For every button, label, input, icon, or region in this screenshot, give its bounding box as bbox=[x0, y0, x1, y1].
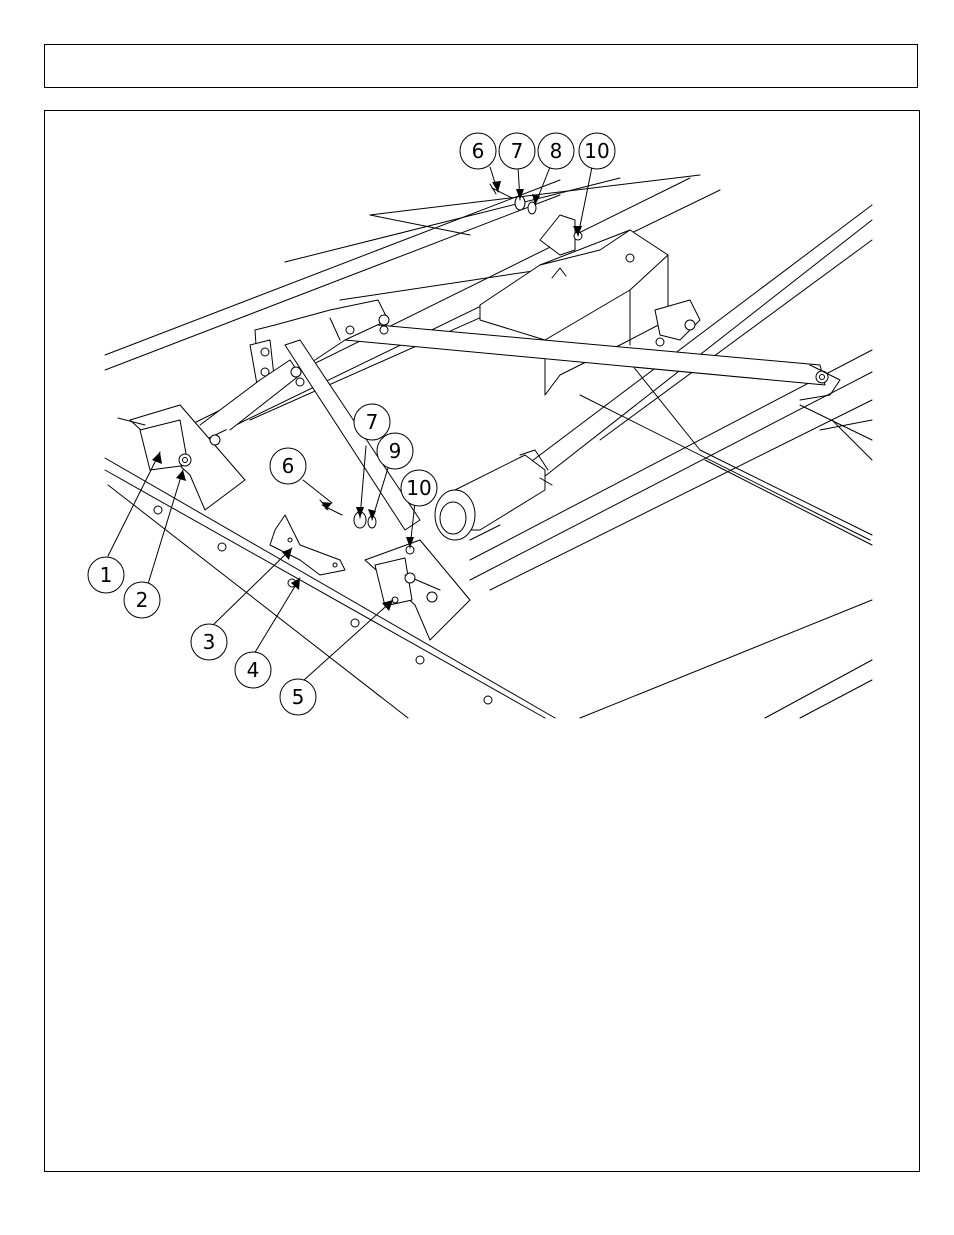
callout-label: 8 bbox=[550, 139, 563, 163]
callout-7-upper: 7 bbox=[499, 133, 535, 169]
callout-label: 5 bbox=[292, 685, 305, 709]
callout-8: 8 bbox=[538, 133, 574, 169]
callout-9: 9 bbox=[377, 433, 413, 469]
callout-6-upper: 6 bbox=[460, 133, 496, 169]
callout-label: 4 bbox=[247, 658, 260, 682]
callout-10-upper: 10 bbox=[579, 133, 615, 169]
callout-4: 4 bbox=[235, 652, 271, 688]
callout-label: 2 bbox=[136, 588, 149, 612]
callout-label: 9 bbox=[389, 439, 402, 463]
callout-10-lower: 10 bbox=[401, 470, 437, 506]
callout-label: 7 bbox=[511, 139, 524, 163]
callout-label: 10 bbox=[406, 476, 431, 500]
gearbox-housing bbox=[480, 230, 668, 395]
callout-2: 2 bbox=[124, 582, 160, 618]
callout-1: 1 bbox=[88, 557, 124, 593]
leader-arrowheads bbox=[152, 181, 582, 611]
callout-label: 6 bbox=[472, 139, 485, 163]
plate-part bbox=[270, 515, 345, 575]
callout-6-lower: 6 bbox=[270, 448, 306, 484]
callout-label: 6 bbox=[282, 454, 295, 478]
callout-3: 3 bbox=[191, 624, 227, 660]
callout-label: 1 bbox=[100, 563, 113, 587]
callout-label: 7 bbox=[366, 410, 379, 434]
callout-7-lower: 7 bbox=[354, 404, 390, 440]
callout-label: 3 bbox=[203, 630, 216, 654]
callout-5: 5 bbox=[280, 679, 316, 715]
callout-label: 10 bbox=[584, 139, 609, 163]
